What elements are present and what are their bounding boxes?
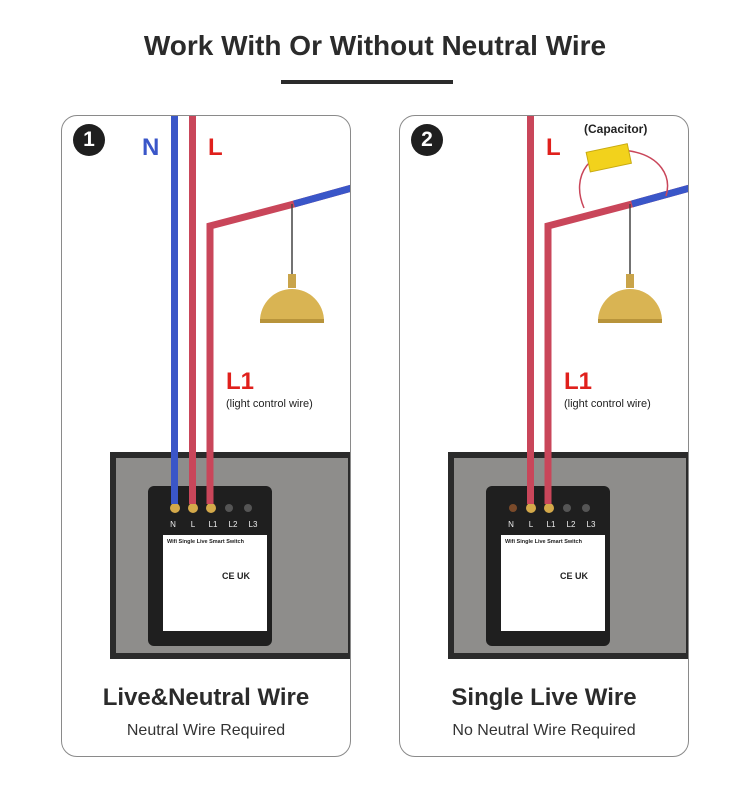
live-wire	[189, 116, 196, 504]
capacitor-label: (Capacitor)	[584, 122, 648, 136]
module-label	[163, 535, 267, 631]
step-number-badge: 1	[73, 124, 105, 156]
lamp-neutral-wire	[293, 184, 350, 208]
wire-label-n: N	[142, 134, 160, 161]
wiring-diagram	[448, 116, 688, 659]
pendant-lamp	[598, 289, 662, 321]
panel-caption: Single Live Wire	[451, 684, 637, 711]
page-title: Work With Or Without Neutral Wire	[143, 30, 607, 61]
panel-subcaption: No Neutral Wire Required	[452, 722, 636, 739]
live-wire	[527, 116, 534, 504]
wiring-diagram	[110, 116, 350, 659]
panel-caption: Live&Neutral Wire	[102, 684, 310, 711]
capacitor	[585, 143, 632, 173]
module-product-name: Wifi Single Live Smart Switch	[167, 539, 244, 545]
step-number-badge: 2	[411, 124, 443, 156]
module-product-name: Wifi Single Live Smart Switch	[505, 539, 582, 545]
wire-label-l1: L1	[564, 368, 593, 395]
panel-single-live: 2 (Capacitor) L L1 (light control wire) …	[399, 115, 689, 757]
wire-label-l1: L1	[226, 368, 255, 395]
wire-label-l: L	[208, 134, 223, 161]
l1-note: (light control wire)	[564, 398, 651, 410]
l1-note: (light control wire)	[226, 398, 313, 410]
cert-marks: CE UK	[222, 571, 251, 581]
wire-label-l: L	[546, 134, 561, 161]
panel-subcaption: Neutral Wire Required	[126, 722, 286, 739]
module-label	[501, 535, 605, 631]
neutral-wire	[171, 116, 178, 504]
cert-marks: CE UK	[560, 571, 589, 581]
capacitor-wire	[578, 149, 669, 209]
title-underline	[281, 80, 453, 84]
pendant-lamp	[260, 289, 324, 321]
lamp-neutral-wire	[631, 184, 688, 208]
